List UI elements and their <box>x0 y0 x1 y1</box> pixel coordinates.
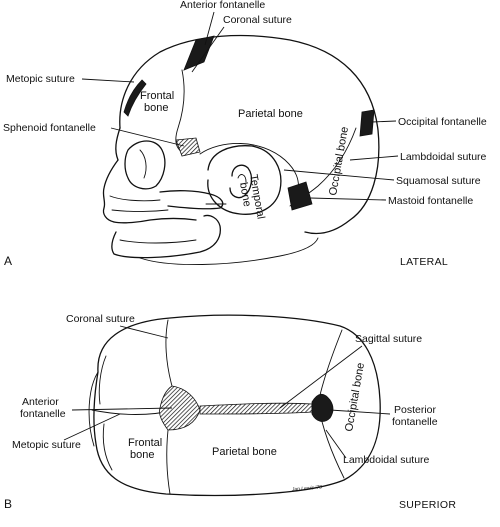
lambdoidal-suture-b-leader <box>325 429 347 459</box>
superior-view-label: SUPERIOR <box>399 499 456 511</box>
sagittal-suture-b-leader <box>279 345 363 409</box>
coronal-suture-label: Coronal suture <box>223 14 292 26</box>
posterior-fontanelle-b-label-1: Posterior <box>394 404 437 416</box>
metopic-suture-region <box>123 79 147 117</box>
lambdoidal-suture-leader <box>349 155 399 161</box>
sphenoid-fontanelle-leader <box>110 127 185 147</box>
mandible <box>111 214 221 259</box>
mastoid-fontanelle-label: Mastoid fontanelle <box>388 195 473 207</box>
occipital-fontanelle-leader <box>371 120 397 123</box>
lambdoidal-suture-label: Lambdoidal suture <box>400 151 487 163</box>
lambdoidal-suture-b-label: Lambdoidal suture <box>343 454 430 466</box>
squamosal-suture-line <box>199 143 299 193</box>
occipital-fontanelle-label: Occipital fontanelle <box>398 116 487 128</box>
coronal-suture-b-leader <box>119 325 169 339</box>
anterior-fontanelle-b-leader <box>71 407 173 411</box>
sagittal-suture-b-label: Sagittal suture <box>355 333 422 345</box>
panel-a-letter: A <box>4 254 12 268</box>
panel-b-letter: B <box>4 497 12 511</box>
anterior-fontanelle <box>183 35 215 71</box>
cranium-outline <box>119 34 380 235</box>
panel-lateral: Frontal bone Parietal bone Temporal bone… <box>3 0 487 268</box>
external-ear <box>229 164 253 199</box>
occipital-bone-b-label: Occipital bone <box>343 362 367 433</box>
lateral-view-label: LATERAL <box>400 256 448 268</box>
metopic-suture-b-leader <box>63 413 121 441</box>
squamosal-suture-leader <box>283 169 395 181</box>
sphenoid-fontanelle <box>175 137 201 157</box>
frontal-bone-b-label-1: Frontal <box>128 437 162 449</box>
anterior-fontanelle-label: Anterior fontanelle <box>180 0 265 11</box>
facial-skeleton <box>102 140 319 265</box>
metopic-suture-label: Metopic suture <box>6 73 75 85</box>
artist-signature: Jan Lewis '78 <box>291 484 323 493</box>
frontal-bone-b-label-2: bone <box>130 449 154 461</box>
coronal-suture-line-b <box>165 319 173 387</box>
frontal-bone-label-2: bone <box>144 102 168 114</box>
parietal-bone-b-label: Parietal bone <box>212 446 277 458</box>
metopic-suture-leader <box>81 78 135 83</box>
posterior-fontanelle-b-leader <box>329 409 391 415</box>
occipital-bone-label: Occipital bone <box>327 126 351 197</box>
skull-top-outline <box>93 314 381 497</box>
posterior-fontanelle-b-label-2: fontanelle <box>392 416 438 428</box>
parietal-bone-label: Parietal bone <box>238 108 303 120</box>
anterior-fontanelle-b-label-1: Anterior <box>22 396 59 408</box>
metopic-suture-b-label: Metopic suture <box>12 439 81 451</box>
anterior-fontanelle-leader <box>204 11 215 46</box>
forehead-outline <box>115 127 121 161</box>
mastoid-fontanelle-leader <box>309 197 387 201</box>
occipital-fontanelle <box>359 109 375 137</box>
coronal-suture-line <box>175 69 185 153</box>
sagittal-band-b <box>199 402 313 415</box>
temporal-bone-label-2: bone <box>237 181 253 207</box>
squamosal-suture-label: Squamosal suture <box>396 175 481 187</box>
anterior-fontanelle-b <box>159 385 201 431</box>
coronal-suture-b-label: Coronal suture <box>66 313 135 325</box>
mastoid-fontanelle <box>287 181 313 211</box>
anterior-fontanelle-b-label-2: fontanelle <box>20 408 66 420</box>
temporal-bone <box>207 145 282 215</box>
coronal-suture-leader <box>191 26 225 73</box>
orbit <box>124 140 166 190</box>
frontal-bone-label-1: Frontal <box>140 90 174 102</box>
sphenoid-fontanelle-label: Sphenoid fontanelle <box>3 122 96 134</box>
panel-superior: Frontal bone Parietal bone Occipital bon… <box>4 313 456 511</box>
posterior-fontanelle-b <box>311 393 334 422</box>
